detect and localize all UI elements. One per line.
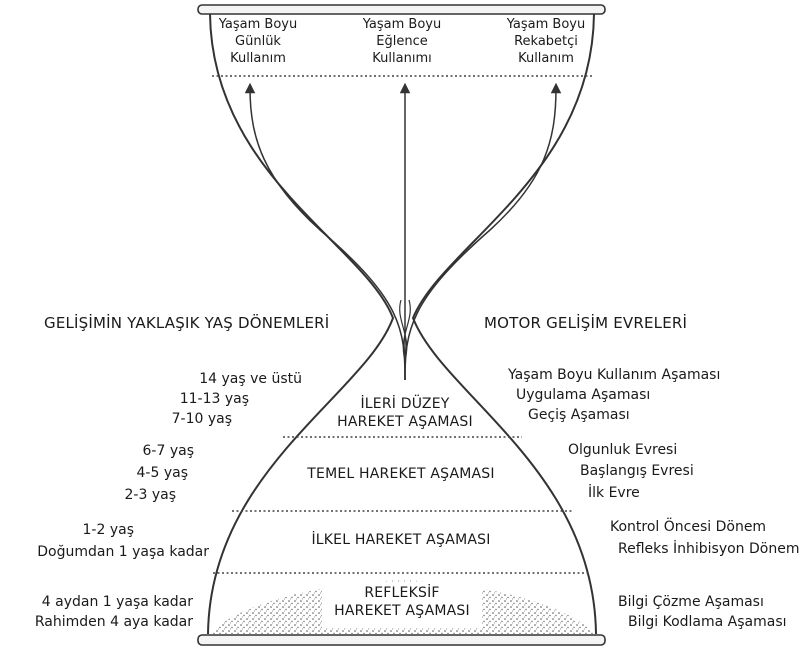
stage-advanced-line1: İLERİ DÜZEY	[360, 396, 450, 412]
phase-information-decoding: Bilgi Çözme Aşaması	[618, 594, 764, 610]
phase-lifelong-utilization: Yaşam Boyu Kullanım Aşaması	[508, 367, 721, 383]
stage-reflexive-line1: REFLEKSİF	[364, 585, 440, 601]
phase-initial: İlk Evre	[588, 485, 640, 501]
stage-fundamental-line1: TEMEL HAREKET AŞAMASI	[307, 466, 495, 482]
age-1-2: 1-2 yaş	[82, 522, 134, 538]
age-2-3: 2-3 yaş	[124, 487, 176, 503]
phase-reflex-inhibition: Refleks İnhibisyon Dönem	[618, 541, 800, 557]
outcome-competitive-line3: Kullanım	[518, 51, 574, 66]
phase-elementary: Başlangış Evresi	[580, 463, 694, 479]
outcome-daily-use: Yaşam Boyu Günlük Kullanım	[208, 16, 308, 67]
age-birth-to-1: Doğumdan 1 yaşa kadar	[37, 544, 209, 560]
hourglass-bottom-cap	[197, 634, 606, 646]
stage-reflexive: REFLEKSİF HAREKET AŞAMASI	[322, 584, 482, 620]
right-heading: MOTOR GELİŞİM EVRELERİ	[484, 314, 688, 332]
arrow-left	[244, 82, 406, 381]
phase-precontrol: Kontrol Öncesi Dönem	[610, 519, 767, 535]
outcome-recreational-line2: Eğlence	[376, 34, 428, 49]
outcome-competitive-line2: Rekabetçi	[514, 34, 578, 49]
age-7-10: 7-10 yaş	[171, 411, 232, 427]
left-heading: GELİŞİMİN YAKLAŞIK YAŞ DÖNEMLERİ	[44, 314, 330, 332]
outcome-recreational-use: Yaşam Boyu Eğlence Kullanımı	[352, 16, 452, 67]
hourglass-top-cap	[197, 4, 606, 15]
neck-strand-2	[402, 299, 411, 361]
age-11-13: 11-13 yaş	[179, 391, 249, 407]
age-4-5: 4-5 yaş	[136, 465, 188, 481]
stage-reflexive-line2: HAREKET AŞAMASI	[334, 603, 470, 619]
arrow-right	[404, 82, 562, 381]
age-4m-to-1y: 4 aydan 1 yaşa kadar	[41, 594, 193, 610]
outcome-recreational-line1: Yaşam Boyu	[362, 17, 442, 32]
age-14-plus: 14 yaş ve üstü	[199, 371, 302, 387]
sand-label-backdrop	[322, 582, 482, 628]
hourglass-right-wall	[411, 13, 597, 635]
age-6-7: 6-7 yaş	[142, 443, 194, 459]
phase-information-encoding: Bilgi Kodlama Aşaması	[628, 614, 787, 630]
hourglass-left-wall	[207, 13, 395, 635]
stage-advanced: İLERİ DÜZEY HAREKET AŞAMASI	[305, 395, 505, 431]
outcome-recreational-line3: Kullanımı	[372, 51, 432, 66]
phase-application: Uygulama Aşaması	[516, 387, 651, 403]
stage-rudimentary: İLKEL HAREKET AŞAMASI	[276, 531, 526, 549]
outcome-daily-line3: Kullanım	[230, 51, 286, 66]
outcome-competitive-use: Yaşam Boyu Rekabetçi Kullanım	[496, 16, 596, 67]
outcome-competitive-line1: Yaşam Boyu	[506, 17, 586, 32]
stage-fundamental: TEMEL HAREKET AŞAMASI	[276, 465, 526, 483]
age-prenatal-to-4m: Rahimden 4 aya kadar	[34, 614, 193, 630]
phase-transition: Geçiş Aşaması	[528, 407, 630, 423]
phase-mature: Olgunluk Evresi	[568, 442, 678, 458]
neck-strand-1	[399, 299, 408, 361]
outcome-daily-line1: Yaşam Boyu	[218, 17, 298, 32]
stage-rudimentary-line1: İLKEL HAREKET AŞAMASI	[311, 532, 491, 548]
stage-advanced-line2: HAREKET AŞAMASI	[337, 414, 473, 430]
outcome-daily-line2: Günlük	[235, 34, 281, 49]
